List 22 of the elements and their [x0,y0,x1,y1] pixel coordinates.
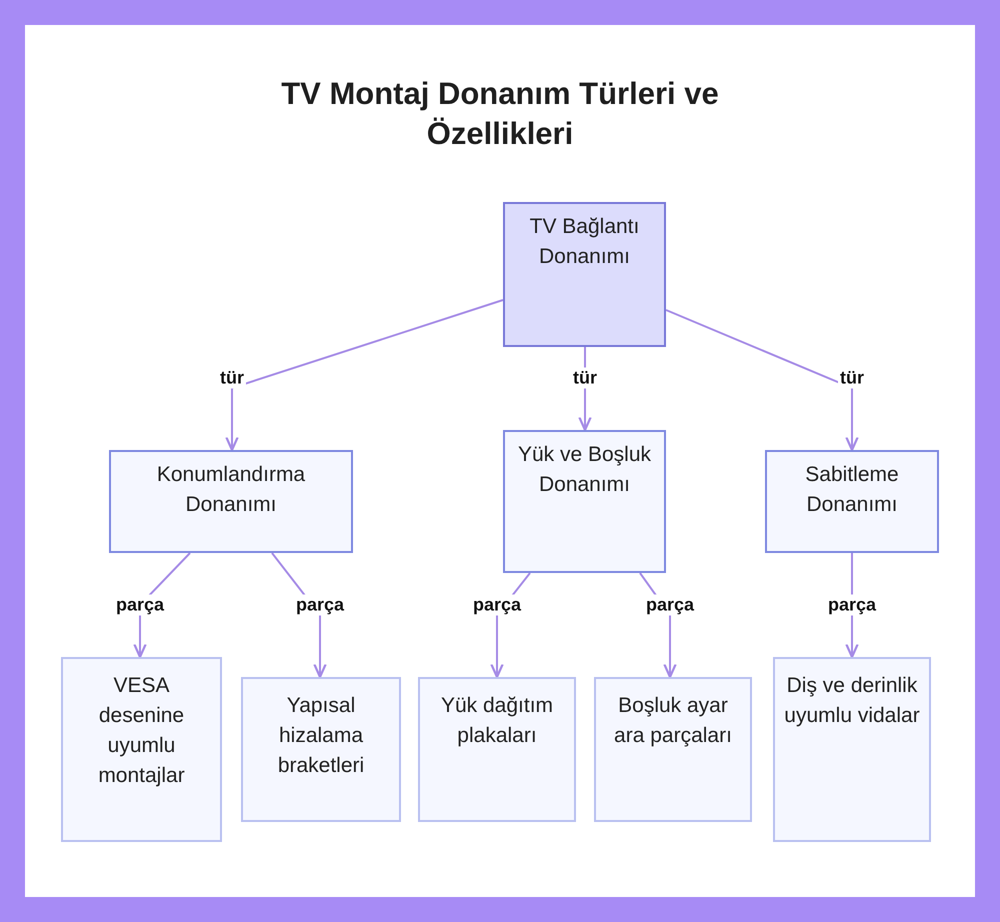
node-text: TV Bağlantı Donanımı [528,214,640,270]
node-text: Diş ve derinlik uyumlu vidalar [783,673,921,729]
node-text: Sabitleme Donanımı [804,462,900,518]
node-text: VESA desenine uyumlu montajlar [97,673,186,789]
arrow [225,299,504,452]
concept-box [61,657,222,842]
concept-box [594,677,752,822]
concept-box [109,450,353,553]
concept-box [503,430,666,573]
diagram-title: TV Montaj Donanım Türleri ve Özellikleri [280,75,720,153]
node-text: Boşluk ayar ara parçaları [613,693,733,749]
arrow [666,309,859,452]
node-text: Yük ve Boşluk Donanımı [516,442,652,498]
concept-box [241,677,401,822]
node-text: Konumlandırma Donanımı [156,462,306,518]
node-text: Yük dağıtım plakaları [440,693,554,749]
concept-box [503,202,666,347]
node-text: Yapısal hizalama braketleri [276,693,366,779]
concept-box [765,450,939,553]
concept-box [418,677,576,822]
concept-box [773,657,931,842]
edge-label: tür [571,368,599,388]
